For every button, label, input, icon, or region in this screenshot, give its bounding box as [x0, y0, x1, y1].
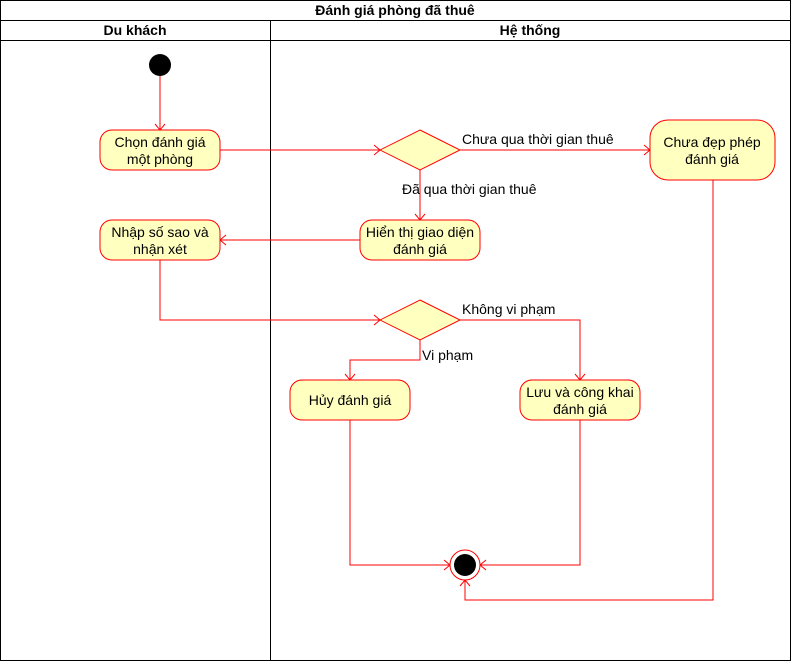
svg-text:một phòng: một phòng [127, 151, 193, 167]
edge-not-eligible-to-end [464, 180, 714, 601]
svg-text:Chọn đánh giá: Chọn đánh giá [114, 134, 205, 150]
activity-not-eligible: Chưa đẹp phép đánh giá [649, 119, 776, 181]
edge-enter-rating-to-decision2 [159, 260, 380, 321]
edge-label-past: Đã qua thời gian thuê [402, 181, 537, 197]
svg-text:Nhập số sao và: Nhập số sao và [111, 224, 208, 240]
svg-text:Hiển thị giao diện: Hiển thị giao diện [366, 224, 474, 240]
activity-cancel-review: Hủy đánh giá [289, 379, 411, 421]
activity-choose-review: Chọn đánh giá một phòng [99, 129, 221, 171]
svg-text:đánh giá: đánh giá [553, 401, 607, 417]
edge-decision2-to-cancel [349, 340, 421, 380]
lane-title-system: Hệ thống [500, 22, 561, 38]
activity-save-publish: Lưu và công khai đánh giá [519, 379, 641, 421]
svg-text:Chưa đẹp phép: Chưa đẹp phép [663, 134, 761, 150]
start-node [149, 54, 171, 76]
edge-label-no-violation: Không vi phạm [462, 301, 555, 317]
diagram-title: Đánh giá phòng đã thuê [315, 2, 475, 18]
decision-violation [378, 299, 462, 341]
edge-label-violation: Vi phạm [422, 347, 473, 363]
svg-text:Hủy đánh giá: Hủy đánh giá [309, 392, 392, 408]
edge-cancel-to-end [349, 420, 450, 566]
lane-title-guest: Du khách [103, 22, 166, 38]
svg-text:đánh giá: đánh giá [685, 151, 739, 167]
svg-text:nhận xét: nhận xét [133, 241, 187, 257]
svg-text:Lưu và công khai: Lưu và công khai [526, 384, 633, 400]
edge-save-to-end [480, 420, 581, 566]
svg-text:đánh giá: đánh giá [393, 241, 447, 257]
edge-decision2-to-save [460, 319, 581, 380]
activity-show-review-form: Hiển thị giao diện đánh giá [359, 219, 481, 261]
edge-label-not-past: Chưa qua thời gian thuê [462, 131, 614, 147]
end-node [449, 549, 481, 581]
decision-rental-period [378, 129, 462, 171]
activity-enter-rating: Nhập số sao và nhận xét [99, 219, 221, 261]
